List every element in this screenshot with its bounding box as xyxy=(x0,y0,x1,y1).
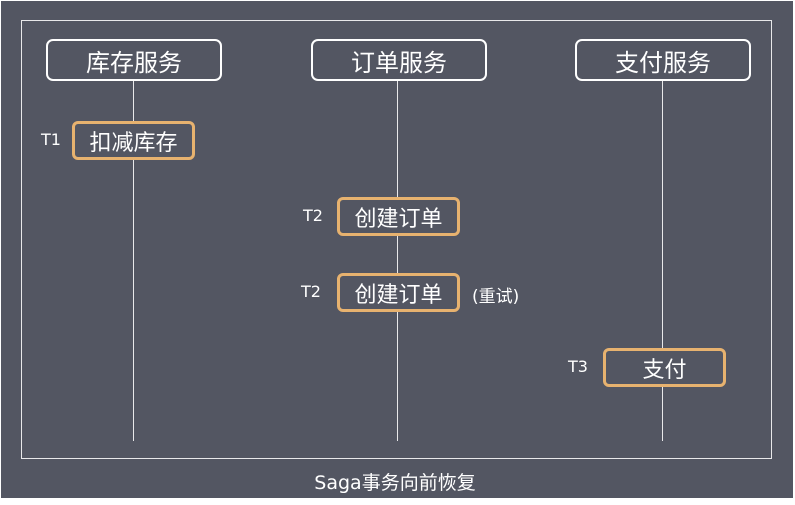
diagram-caption: Saga事务向前恢复 xyxy=(314,472,476,494)
step-create-order-retry: 创建订单 xyxy=(337,273,460,312)
service-payment: 支付服务 xyxy=(575,39,751,81)
step-deduct-inventory: 扣减库存 xyxy=(72,121,195,160)
lifeline-inventory xyxy=(133,81,134,441)
service-inventory: 库存服务 xyxy=(46,39,222,81)
lifeline-payment xyxy=(662,81,663,441)
retry-note: (重试) xyxy=(472,287,520,307)
step-tag-t2: T2 xyxy=(303,206,323,225)
service-order: 订单服务 xyxy=(311,39,487,81)
lifeline-order xyxy=(397,81,398,441)
diagram-frame xyxy=(21,20,772,459)
step-tag-t1: T1 xyxy=(41,130,61,149)
step-tag-t2-retry: T2 xyxy=(301,282,321,301)
step-create-order: 创建订单 xyxy=(337,197,460,236)
step-payment: 支付 xyxy=(603,348,726,387)
step-tag-t3: T3 xyxy=(568,357,588,376)
